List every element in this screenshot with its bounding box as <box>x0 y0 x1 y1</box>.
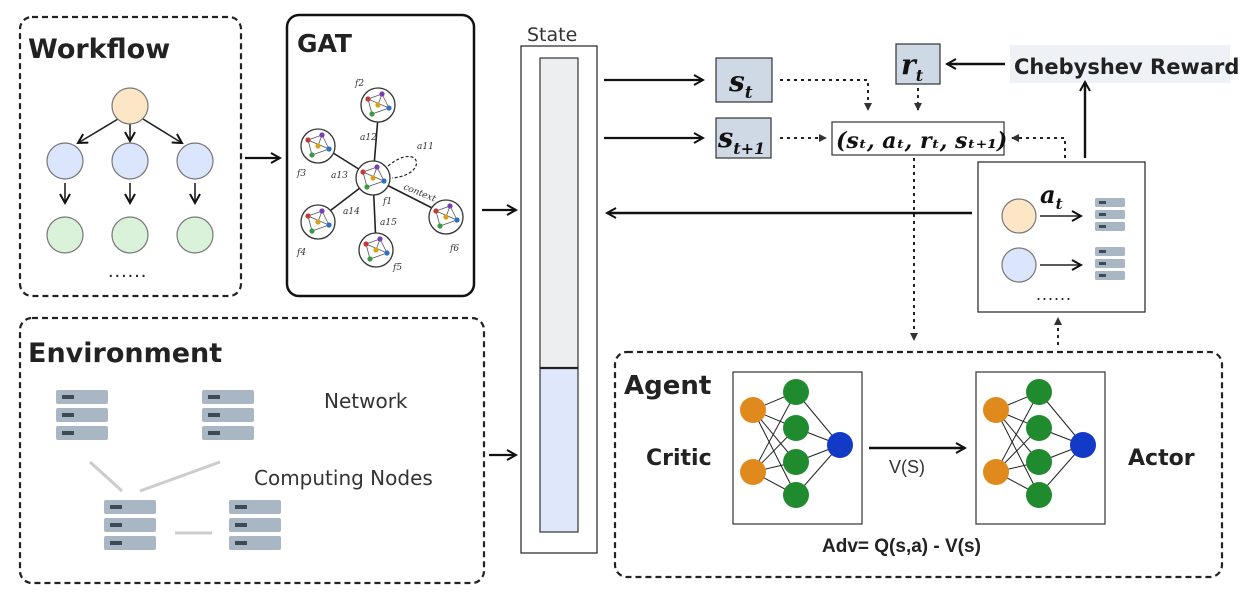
gat-edge-a12: a12 <box>360 133 377 143</box>
server-icon <box>202 390 254 440</box>
gat-edge-a14: a14 <box>343 207 360 217</box>
actor-network <box>975 371 1106 525</box>
server-icon <box>56 390 108 440</box>
rt-token: rt <box>895 43 941 85</box>
workflow-node <box>46 142 84 180</box>
gat-label-f1: f1 <box>382 197 392 207</box>
gat-panel: GAT f2 f3 f4 f5 f6 f1 a12 a11 a13 <box>285 13 476 298</box>
server-icon <box>229 500 281 550</box>
workflow-root-node <box>111 87 149 125</box>
workflow-node <box>111 142 149 180</box>
gat-label-f2: f2 <box>354 79 364 89</box>
state-env-segment <box>539 367 579 533</box>
chebyshev-reward-label: Chebyshev Reward <box>1014 55 1239 79</box>
critic-label: Critic <box>646 446 712 471</box>
workflow-ellipsis: ...... <box>108 260 147 282</box>
gat-node-f4 <box>300 204 336 240</box>
action-panel: at ...... <box>977 161 1146 313</box>
action-to-transition-connector <box>1011 134 1066 158</box>
critic-network <box>732 371 863 525</box>
workflow-leaf-node <box>111 216 149 254</box>
svg-text:rt: rt <box>901 48 924 85</box>
server-icon <box>1095 198 1125 231</box>
actor-label: Actor <box>1128 446 1195 471</box>
agent-panel: Agent Critic Actor V(S) Adv= Q(s,a) - V(… <box>613 350 1224 579</box>
network-label: Network <box>324 389 408 413</box>
environment-title: Environment <box>28 338 222 369</box>
gat-node-f6 <box>428 199 464 235</box>
workflow-node <box>176 142 214 180</box>
workflow-leaf-node <box>176 216 214 254</box>
gat-label-f6: f6 <box>449 244 459 254</box>
workflow-title: Workflow <box>28 34 170 65</box>
action-label: at <box>1040 180 1063 213</box>
gat-node-f2 <box>360 87 396 123</box>
server-icon <box>1095 247 1125 280</box>
workflow-leaf-node <box>46 216 84 254</box>
chebyshev-reward: Chebyshev Reward <box>1010 45 1239 83</box>
action-task-node <box>1001 198 1037 234</box>
svg-text:st: st <box>728 65 753 103</box>
gat-node-f1 <box>355 160 391 196</box>
state-bar: State <box>520 24 598 554</box>
environment-panel: Environment Network Computing Nodes <box>18 316 486 585</box>
gat-label-f3: f3 <box>296 169 306 179</box>
advantage-formula: Adv= Q(s,a) - V(s) <box>822 536 981 557</box>
gat-label-f5: f5 <box>392 263 402 273</box>
agent-title: Agent <box>624 371 711 401</box>
gat-node-f3 <box>300 128 336 164</box>
st-token: st <box>715 57 773 103</box>
gat-label-f4: f4 <box>296 248 306 258</box>
workflow-dag: ...... <box>46 87 214 282</box>
workflow-panel: Workflow ...... <box>18 15 243 298</box>
action-ellipsis: ...... <box>1036 284 1072 304</box>
gat-node-f5 <box>358 232 394 268</box>
transition-tuple: (sₜ, aₜ, rₜ, sₜ₊₁) <box>831 121 1007 156</box>
st1-token: st+1 <box>715 117 772 159</box>
action-task-node <box>1001 247 1037 283</box>
state-graph-segment <box>539 57 579 369</box>
gat-graph: f2 f3 f4 f5 f6 f1 a12 a11 a13 a14 a15 co… <box>296 79 464 273</box>
gat-title: GAT <box>297 29 352 58</box>
state-label: State <box>527 24 577 46</box>
vs-label: V(S) <box>889 457 925 477</box>
server-icon <box>104 500 156 550</box>
transition-text: (sₜ, aₜ, rₜ, sₜ₊₁) <box>836 128 1007 154</box>
gat-edge-a11: a11 <box>417 142 434 152</box>
gat-edge-a13: a13 <box>331 171 348 181</box>
st-to-transition-connector <box>780 79 872 111</box>
gat-edge-a15: a15 <box>380 218 397 228</box>
svg-text:st+1: st+1 <box>717 123 765 158</box>
computing-nodes-label: Computing Nodes <box>254 466 433 490</box>
